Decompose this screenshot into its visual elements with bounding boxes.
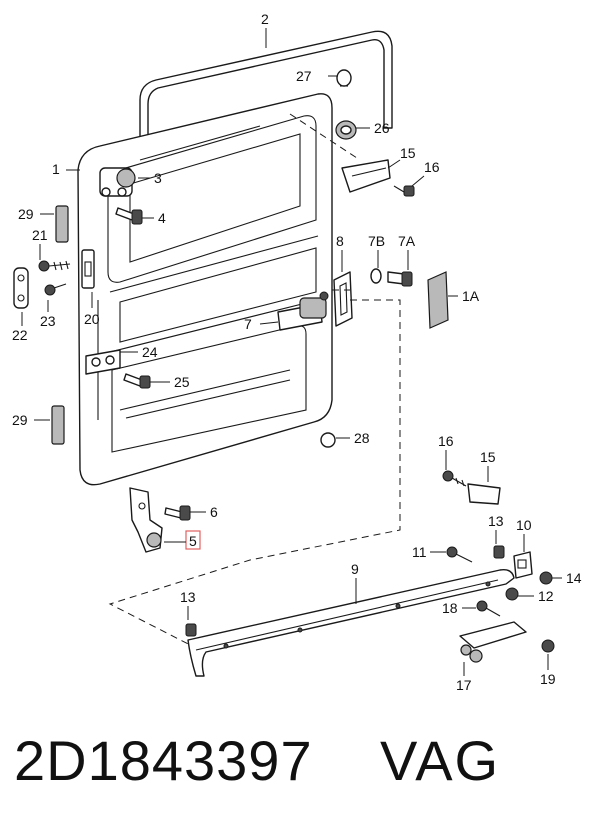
label-1A: 1A [462,288,480,304]
label-18: 18 [442,600,458,616]
label-3: 3 [154,170,162,186]
label-17: 17 [456,677,472,693]
bolt-6 [164,505,191,521]
label-2: 2 [261,11,269,27]
screw-13-right [493,545,505,559]
label-11: 11 [412,544,427,560]
label-6: 6 [210,504,218,520]
label-16-upper: 16 [424,159,440,175]
highlight-box-5 [185,530,201,550]
label-22: 22 [12,327,28,343]
striker-plate [81,249,95,289]
screw-16-upper [393,185,415,197]
label-15-upper: 15 [400,145,416,161]
label-13-right: 13 [488,513,504,529]
clip-27 [336,69,352,87]
screw-18 [476,600,501,617]
upper-guide [341,159,391,193]
dashed-guide-lines [108,113,401,651]
label-20: 20 [84,311,100,327]
clip-28 [320,432,336,448]
screw-11 [446,546,473,563]
bolt-25 [123,373,151,389]
label-8: 8 [336,233,344,249]
label-7A: 7A [398,233,416,249]
upper-roller [99,167,136,197]
washer-7B [370,268,382,284]
lower-roller-bracket [129,487,163,553]
screw-23 [44,283,67,296]
grommet-26 [335,120,357,140]
label-16-lower: 16 [438,433,454,449]
label-7B: 7B [368,233,385,249]
roller-carriage [459,621,527,663]
lower-rail [187,568,515,677]
label-23: 23 [40,313,56,329]
door-check [13,267,29,309]
label-29-lower: 29 [12,412,28,428]
label-4: 4 [158,210,166,226]
lower-guide [467,483,501,505]
label-7: 7 [244,316,252,332]
door-seal [139,30,393,151]
label-1: 1 [52,161,60,177]
nut-19 [541,639,555,653]
label-9: 9 [351,561,359,577]
label-21: 21 [32,227,48,243]
leader-lines [21,28,562,676]
lock-plate [333,271,353,327]
label-14: 14 [566,570,582,586]
lock-assembly [277,291,329,331]
label-27: 27 [296,68,312,84]
bolt-7A [387,271,413,287]
label-19: 19 [540,671,556,687]
label-26: 26 [374,120,390,136]
bracket-10 [513,551,533,579]
label-5: 5 [189,533,197,549]
screw-16-lower [442,470,467,487]
callout-labels: 2 1 3 4 27 26 15 16 29 21 22 23 20 24 25… [12,11,582,693]
label-24: 24 [142,344,158,360]
bolt-4 [115,207,143,225]
label-10: 10 [516,517,532,533]
nut-14 [539,571,553,585]
label-28: 28 [354,430,370,446]
cover-1A [427,271,449,329]
label-29-upper: 29 [18,206,34,222]
trim-clip-29-upper [55,205,69,243]
part-number: 2D1843397 [14,729,313,792]
screw-13-left [185,623,197,637]
label-25: 25 [174,374,190,390]
trim-clip-29-lower [51,405,65,445]
nut-12 [505,587,519,601]
center-roller-bracket [85,349,121,375]
label-12: 12 [538,588,554,604]
door-panel [77,93,333,486]
label-15-lower: 15 [480,449,496,465]
label-13-left: 13 [180,589,196,605]
brand-name: VAG [380,729,501,792]
screw-21 [38,260,71,272]
